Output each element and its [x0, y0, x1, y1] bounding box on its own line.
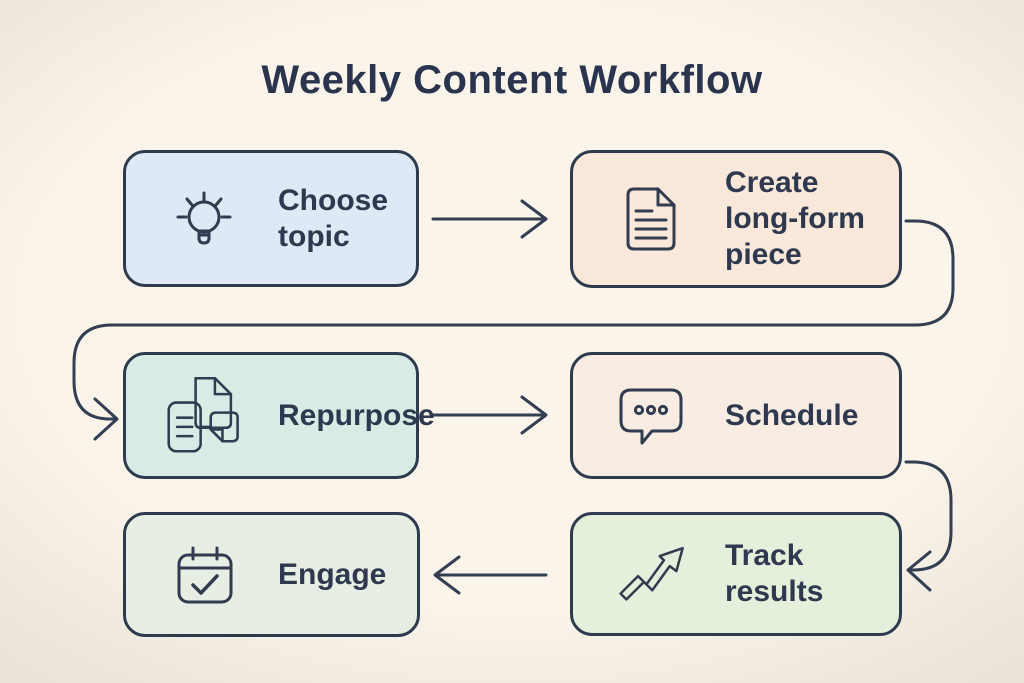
node-engage: Engage	[123, 512, 420, 637]
node-label: Choose topic	[278, 183, 389, 253]
calendar-check-icon	[160, 543, 248, 607]
trend-up-arrow-icon	[607, 538, 695, 610]
node-label: Repurpose	[278, 398, 435, 432]
speech-bubble-icon	[607, 385, 695, 447]
node-label: Create long-form piece	[725, 166, 865, 271]
document-icon	[607, 186, 695, 252]
edge-choose-to-create	[431, 199, 548, 239]
node-label: Schedule	[725, 398, 859, 432]
lightbulb-icon	[160, 190, 248, 248]
node-choose-topic: Choose topic	[123, 150, 419, 287]
node-track-results: Track results	[570, 512, 902, 636]
edge-schedule-to-track	[904, 460, 953, 592]
edge-repurpose-to-schedule	[431, 395, 548, 435]
node-schedule: Schedule	[570, 352, 902, 479]
node-label: Engage	[278, 557, 387, 591]
node-repurpose: Repurpose	[123, 352, 435, 479]
node-create-long-form-piece: Create long-form piece	[570, 150, 902, 288]
node-label: Track results	[725, 539, 824, 608]
copy-pages-icon	[160, 374, 248, 458]
diagram-title: Weekly Content Workflow	[261, 58, 763, 102]
edge-track-to-engage	[433, 555, 548, 595]
